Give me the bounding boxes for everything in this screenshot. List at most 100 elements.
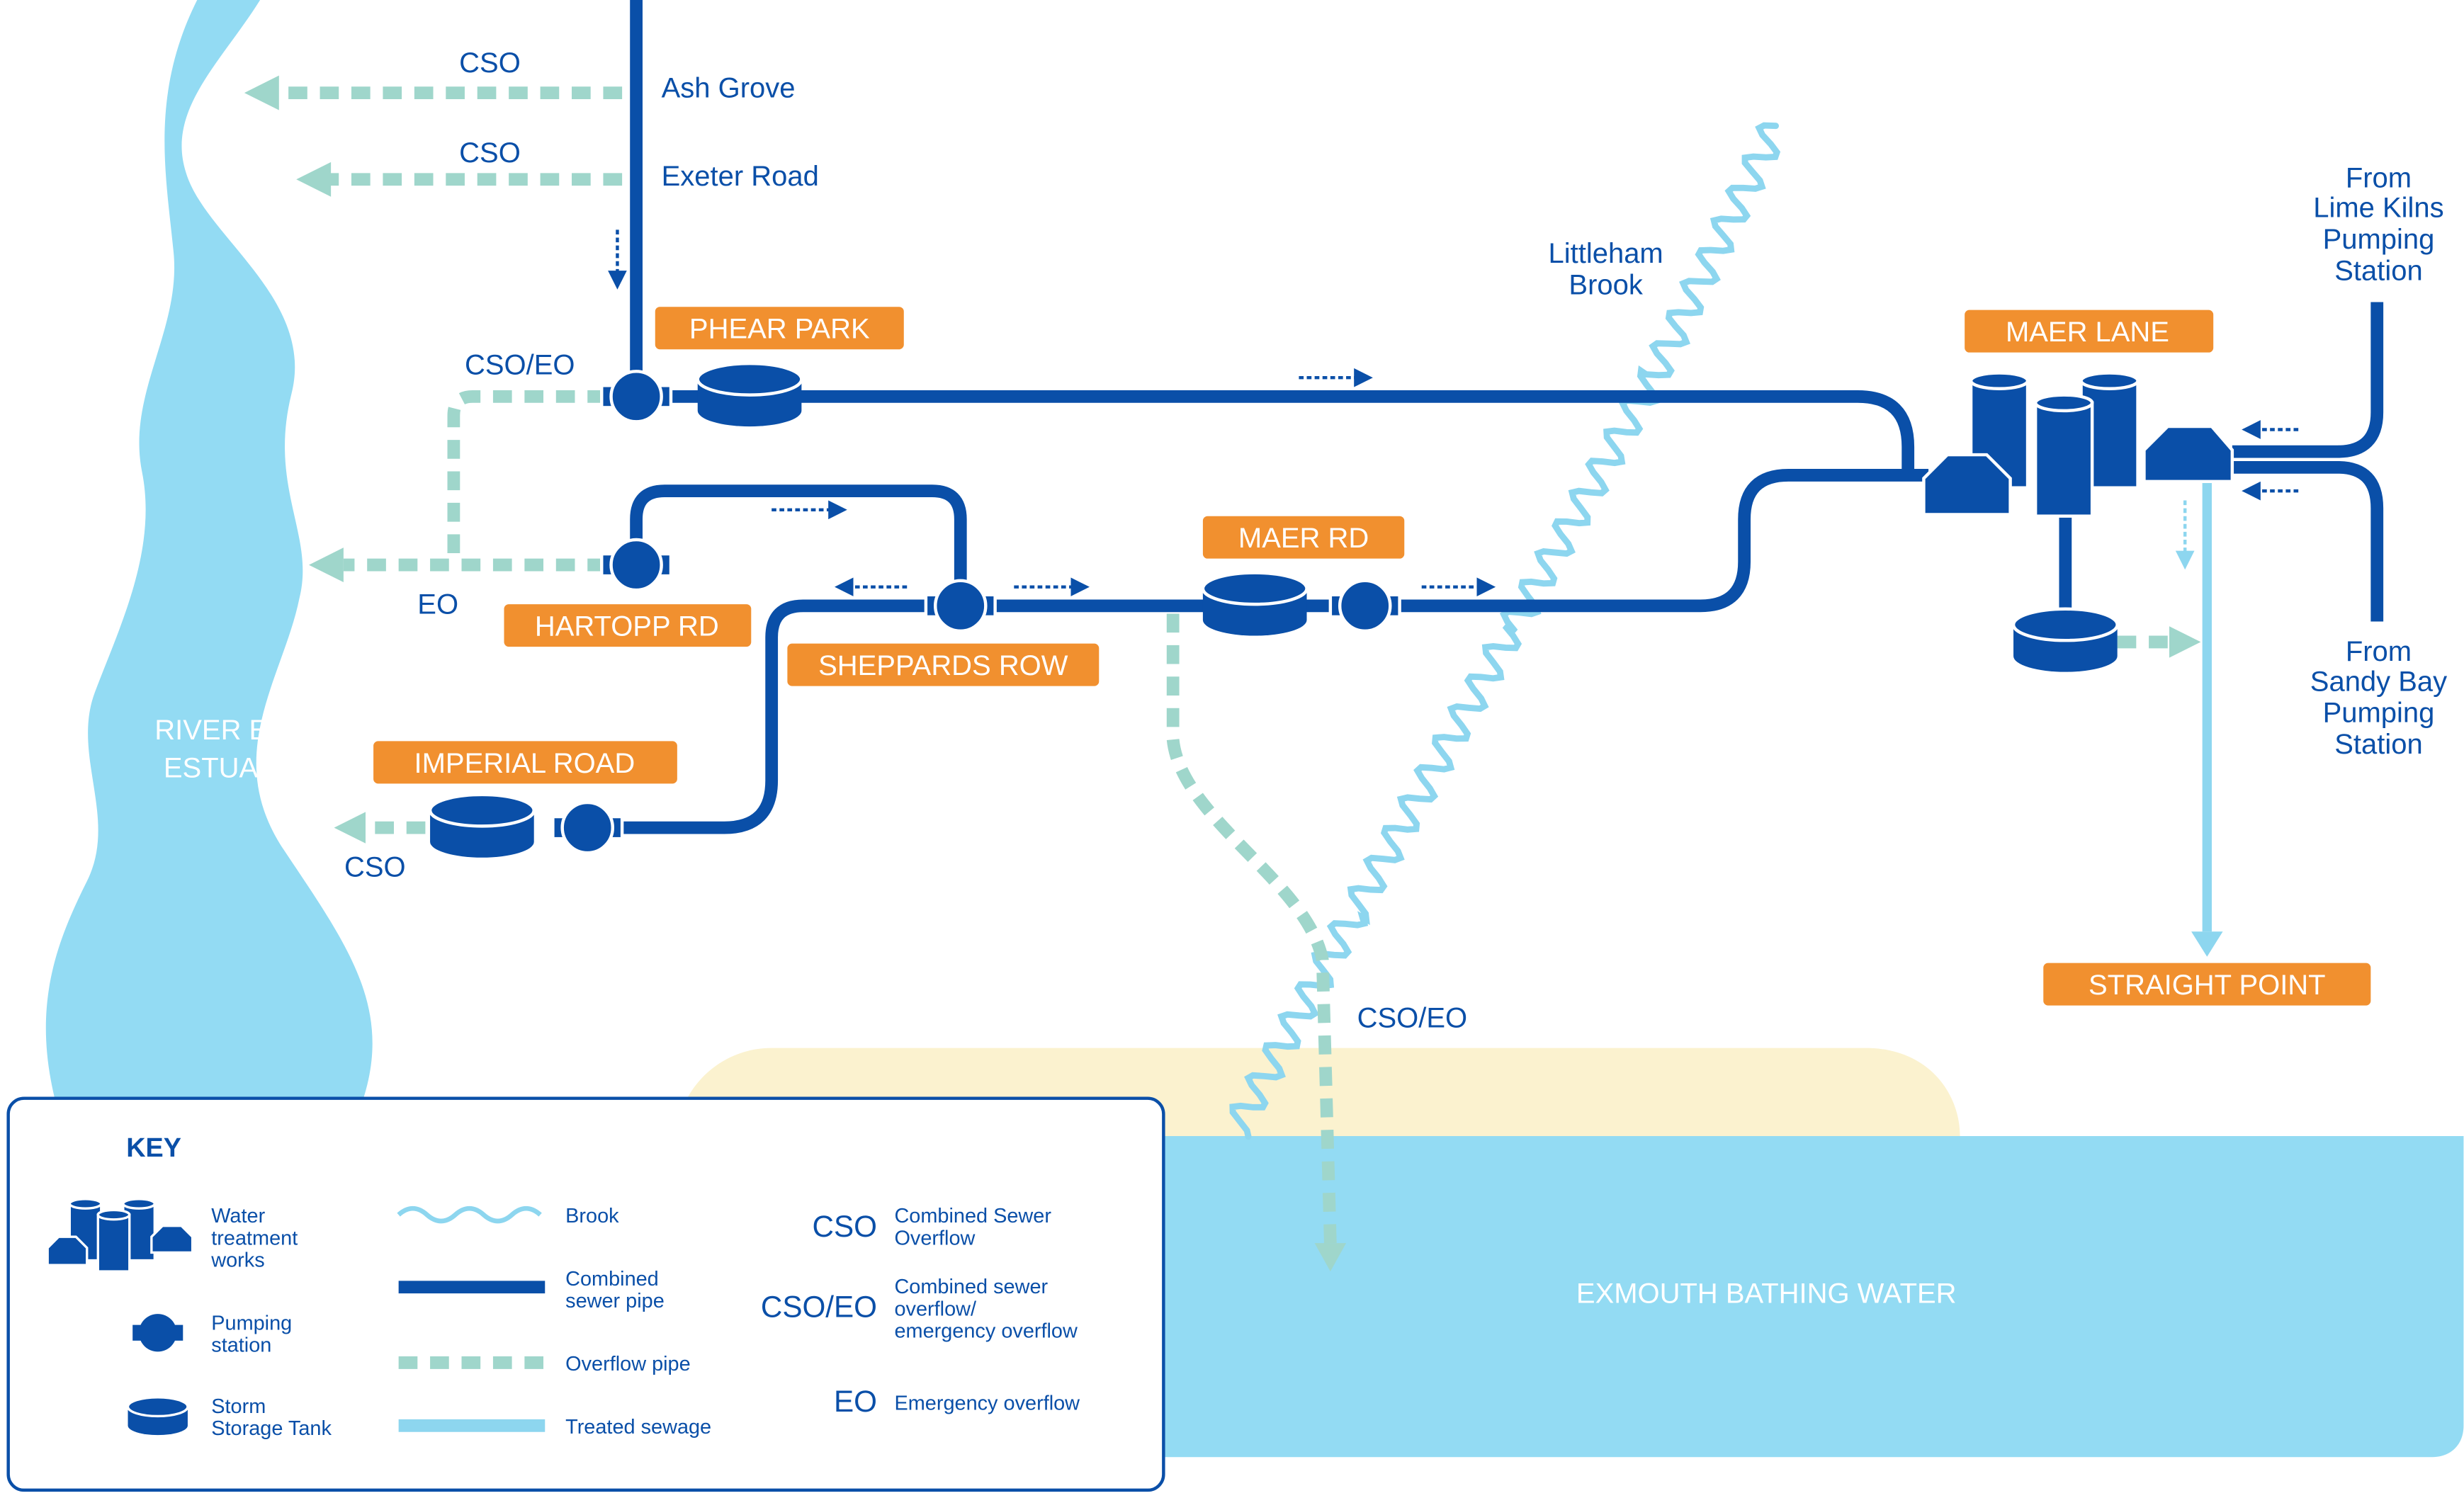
label-cso-eo-maer-rd: CSO/EO xyxy=(1357,1003,1467,1034)
label-exeter-road: Exeter Road xyxy=(662,161,819,192)
overflow-arrowhead-maer-rd xyxy=(1314,1243,1347,1272)
key-cso-eo-abbr: CSO/EO xyxy=(761,1290,877,1324)
overflow-arrowhead-maer-lane xyxy=(2169,626,2201,658)
label-cso-ash-grove: CSO xyxy=(459,47,521,79)
key-storm-line1: Storm xyxy=(211,1395,266,1418)
key-storm-line2: Storage Tank xyxy=(211,1417,332,1440)
treated-sewage-arrowhead xyxy=(2191,931,2223,957)
site-label-imperial-road: IMPERIAL ROAD xyxy=(414,748,635,779)
storm-tank-imperial-road xyxy=(428,793,536,858)
storm-tank-phear-park xyxy=(696,361,803,427)
combined-sewer-pipes xyxy=(587,0,2384,834)
overflow-arrowhead-imperial xyxy=(334,812,366,844)
label-bg-maer-lane xyxy=(1965,310,2214,353)
label-lime-kilns-line4: Station xyxy=(2334,255,2422,286)
label-bg-sheppards-row xyxy=(787,643,1100,686)
overflow-pipes xyxy=(276,86,2173,1244)
site-label-maer-rd: MAER RD xyxy=(1238,523,1369,554)
pumping-station-imperial-road xyxy=(551,800,624,855)
site-label-maer-lane: MAER LANE xyxy=(2006,317,2169,348)
overflow-arrowhead-ash-grove xyxy=(244,75,279,110)
key-cso-eo-desc-line3: emergency overflow xyxy=(894,1320,1078,1342)
littleham-brook xyxy=(1229,122,1781,1140)
key-cso-desc-line2: Overflow xyxy=(894,1227,975,1249)
pipe-imperial-to-sheppards xyxy=(587,599,961,834)
key-panel-frame xyxy=(6,1096,1165,1492)
overflow-arrowhead-exeter-road xyxy=(296,161,332,197)
label-sandy-bay-line2: Sandy Bay xyxy=(2310,666,2447,697)
label-sandy-bay-line1: From xyxy=(2346,636,2412,667)
pipe-sandy-bay xyxy=(2232,460,2384,622)
label-eo-hartopp: EO xyxy=(417,589,458,620)
key-brook-label: Brook xyxy=(565,1205,619,1227)
key-water-treatment-works-icon xyxy=(46,1198,194,1273)
label-cso-imperial: CSO xyxy=(344,851,406,883)
site-labels: PHEAR PARK MAER LANE MAER RD HARTOPP RD … xyxy=(373,307,2371,1006)
label-lime-kilns-line2: Lime Kilns xyxy=(2313,193,2443,224)
pipe-phear-park-to-maer-lane xyxy=(636,390,1915,472)
pumping-station-hartopp-rd xyxy=(600,538,673,592)
key-pumping-line2: station xyxy=(211,1334,271,1356)
flow-arrows xyxy=(608,229,2299,597)
pipe-sheppards-to-maer-lane xyxy=(960,469,1929,613)
key-eo-desc: Emergency overflow xyxy=(894,1392,1080,1415)
key-cso-eo-desc-line2: overflow/ xyxy=(894,1298,977,1320)
overflow-arrowhead-hartopp xyxy=(309,547,344,583)
works-building-left xyxy=(1922,453,2012,516)
works-tank-3 xyxy=(2033,401,2094,518)
label-sandy-bay-line4: Station xyxy=(2334,729,2422,760)
littleham-brook-label-line2: Brook xyxy=(1569,269,1643,300)
key-eo-abbr: EO xyxy=(834,1385,877,1418)
label-bg-imperial-road xyxy=(373,741,677,784)
exmouth-bathing-water xyxy=(1086,1136,2464,1458)
pumping-station-maer-rd xyxy=(1328,579,1401,633)
key-pumping-line1: Pumping xyxy=(211,1312,292,1334)
label-ash-grove: Ash Grove xyxy=(662,73,796,104)
river-exe-label-line1: RIVER EXE xyxy=(154,715,305,746)
key-cso-desc-line1: Combined Sewer xyxy=(894,1205,1051,1227)
river-exe-label-line2: ESTUARY xyxy=(164,752,297,783)
label-bg-straight-point xyxy=(2043,963,2371,1006)
site-label-sheppards-row: SHEPPARDS ROW xyxy=(818,650,1068,681)
key-brook-sample xyxy=(397,1205,542,1224)
key-panel: KEY Water treatment works Pumping statio… xyxy=(6,1096,1165,1492)
label-bg-phear-park xyxy=(655,307,904,350)
label-lime-kilns-line3: Pumping xyxy=(2323,224,2435,255)
overflow-phear-park xyxy=(447,390,606,565)
site-label-hartopp-rd: HARTOPP RD xyxy=(535,611,719,642)
pipe-hartopp-loop xyxy=(630,484,967,606)
river-exe-estuary xyxy=(45,0,373,1102)
pumping-station-sheppards-row xyxy=(924,579,997,633)
label-bg-hartopp-rd xyxy=(504,604,752,647)
site-label-phear-park: PHEAR PARK xyxy=(689,314,870,345)
label-cso-exeter-road: CSO xyxy=(459,137,521,169)
key-treated-label: Treated sewage xyxy=(565,1416,711,1439)
map-labels: Ash Grove Exeter Road CSO CSO CSO/EO EO … xyxy=(344,47,2447,1034)
pipe-lime-kilns xyxy=(2232,302,2384,458)
key-cso-abbr: CSO xyxy=(813,1210,877,1243)
key-overflow-label: Overflow pipe xyxy=(565,1353,691,1375)
key-title: KEY xyxy=(126,1133,181,1163)
pumping-station-phear-park xyxy=(600,370,673,424)
key-wtw-line3: works xyxy=(210,1249,264,1271)
key-storm-tank-icon xyxy=(126,1396,189,1436)
key-wtw-line2: treatment xyxy=(211,1227,298,1249)
key-combined-line1: Combined xyxy=(565,1268,659,1290)
works-building-right xyxy=(2142,424,2234,484)
label-cso-eo-phear-park: CSO/EO xyxy=(465,350,575,381)
label-lime-kilns-line1: From xyxy=(2346,162,2412,193)
key-combined-line2: sewer pipe xyxy=(565,1290,665,1312)
exmouth-bathing-water-label: EXMOUTH BATHING WATER xyxy=(1576,1278,1957,1310)
label-sandy-bay-line3: Pumping xyxy=(2323,698,2435,729)
littleham-brook-label-line1: Littleham xyxy=(1549,238,1663,269)
storm-tank-maer-rd xyxy=(1201,571,1309,636)
key-pumping-station-icon xyxy=(132,1314,183,1352)
label-bg-maer-rd xyxy=(1202,516,1405,559)
site-label-straight-point: STRAIGHT POINT xyxy=(2089,970,2326,1001)
storm-tank-maer-lane xyxy=(2011,607,2119,672)
overflow-arrowheads xyxy=(244,75,2201,1272)
water-treatment-works-maer-lane xyxy=(1922,371,2234,518)
key-cso-eo-desc-line1: Combined sewer xyxy=(894,1276,1048,1298)
key-wtw-line1: Water xyxy=(211,1205,265,1227)
